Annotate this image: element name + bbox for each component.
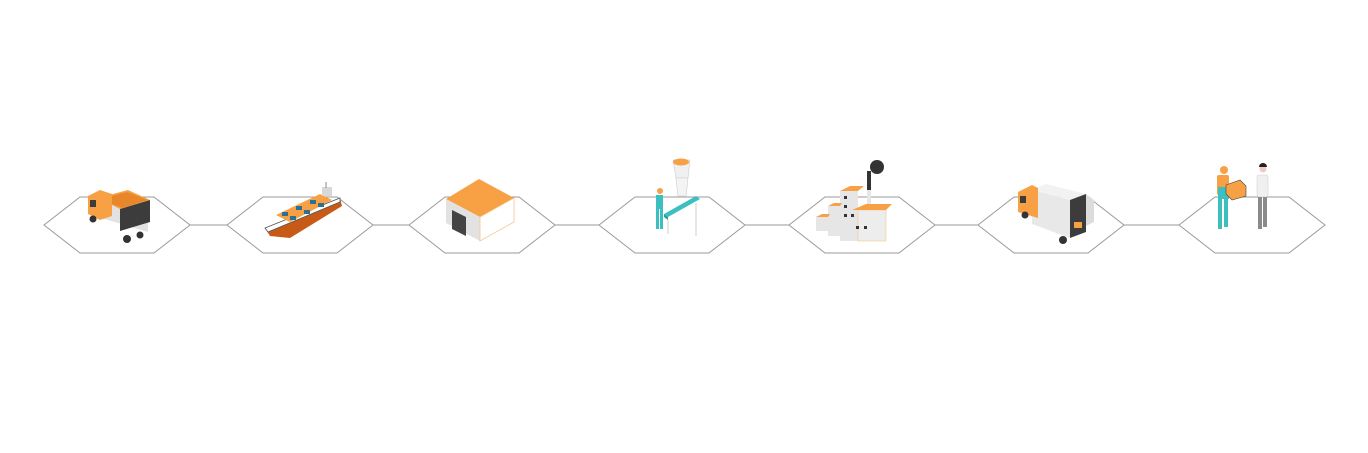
hexagon-processing: [598, 196, 746, 254]
delivery-truck-icon: [1018, 184, 1094, 244]
worker-conveyor-icon: [656, 158, 700, 236]
factory-icon: [816, 160, 892, 242]
warehouse-icon: [446, 179, 515, 242]
hexagon-raw-material-truck: [43, 196, 191, 254]
hexagon-handover: [1178, 196, 1326, 254]
cargo-ship-icon: [264, 182, 342, 238]
customer-handover-icon: [1217, 163, 1269, 229]
dump-truck-icon: [88, 190, 150, 243]
